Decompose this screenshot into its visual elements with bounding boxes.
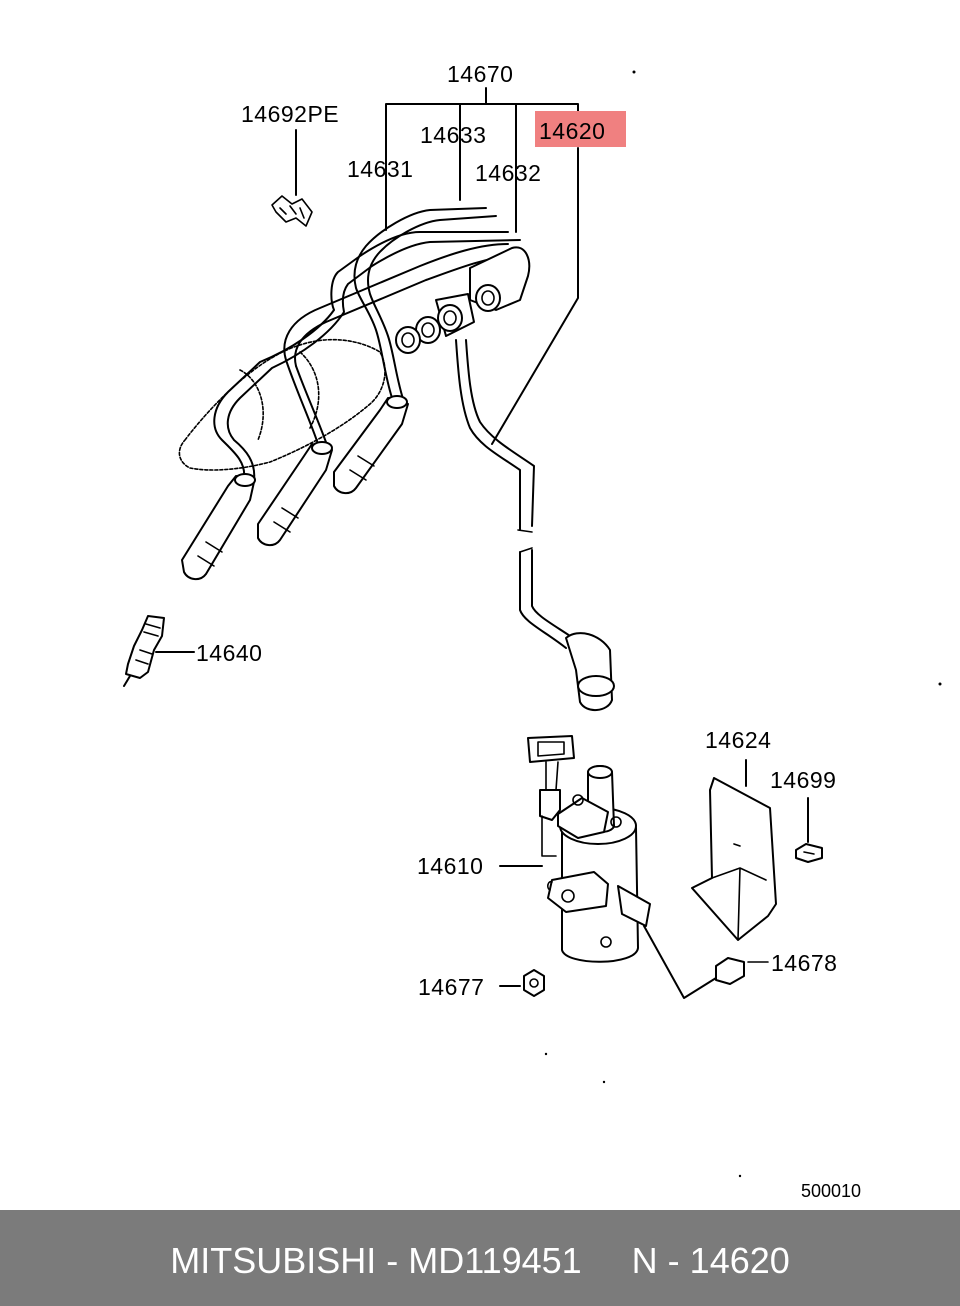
label-14624: 14624: [705, 727, 771, 753]
label-14631: 14631: [347, 156, 413, 182]
scan-specks: [544, 70, 942, 1178]
label-14640: 14640: [196, 640, 262, 666]
coil-wire-14620: [455, 147, 615, 711]
bolt-14678: [643, 925, 769, 999]
label-14633: 14633: [420, 122, 486, 148]
label-14632: 14632: [475, 160, 541, 186]
label-14677: 14677: [418, 974, 484, 1000]
label-14692pe: 14692PE: [241, 101, 339, 127]
bracket-14624: [691, 759, 777, 941]
diagram-code: 500010: [801, 1181, 861, 1201]
leader-14670: [385, 87, 579, 233]
cable-clip-14692pe: [271, 129, 313, 227]
label-14610: 14610: [417, 853, 483, 879]
plug-boot-right: [333, 395, 409, 494]
bolt-14699: [795, 797, 823, 863]
parts-diagram: 14670 14692PE 14633 14620 14631 14632 14…: [123, 61, 942, 1201]
ignition-coil-14610: [499, 735, 651, 963]
highlight-box-14620: [535, 111, 626, 147]
nut-14677: [499, 969, 545, 997]
plug-boot-left: [181, 473, 256, 580]
label-14699: 14699: [770, 767, 836, 793]
spark-plug-14640: [123, 615, 195, 687]
label-14670: 14670: [447, 61, 513, 87]
distributor-end-boots: [395, 246, 531, 354]
footer-part-number: MITSUBISHI - MD119451 N - 14620: [170, 1240, 790, 1281]
spark-plug-cables: [213, 207, 521, 481]
footer-bar: MITSUBISHI - MD119451 N - 14620: [0, 1210, 960, 1306]
label-14678: 14678: [771, 950, 837, 976]
plug-boot-middle: [257, 441, 333, 546]
label-14620: 14620: [539, 118, 605, 144]
